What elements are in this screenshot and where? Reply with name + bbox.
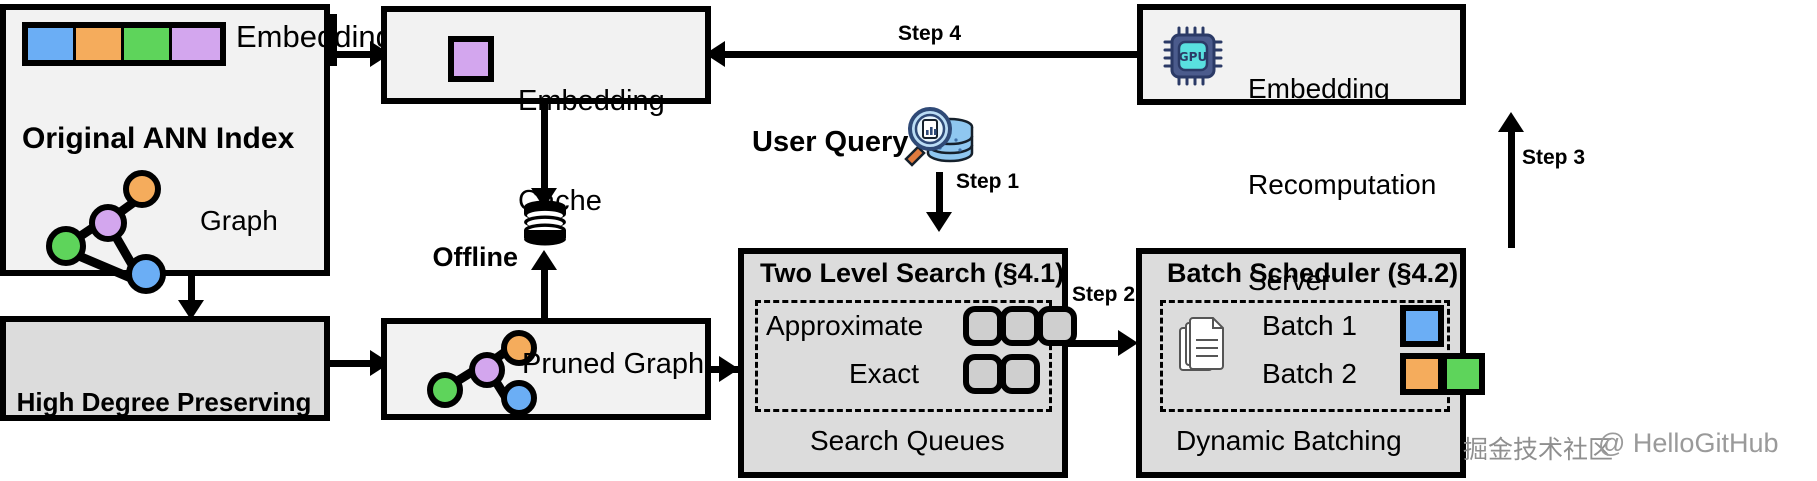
graph-pruning-line2: Graph Pruning (§5)	[14, 478, 314, 481]
batch-2-label: Batch 2	[1262, 358, 1357, 389]
graph-node-purple	[89, 204, 127, 242]
arrow-step4	[718, 51, 1137, 58]
arrow-cache-to-storage	[541, 104, 548, 200]
embedding-strip	[22, 22, 226, 66]
search-queues-dashed-region	[755, 300, 1052, 412]
batch-2-tile-green	[1441, 353, 1485, 395]
batch-documents-stack-icon	[1179, 317, 1224, 371]
arrow-pruned-to-search-head	[719, 356, 739, 382]
step-3-label: Step 3	[1522, 146, 1586, 169]
original-graph-label: Graph	[200, 205, 278, 236]
graph-node-blue	[126, 254, 166, 294]
original-index-title: Original ANN Index	[22, 122, 295, 155]
exact-queue-chip-1	[963, 354, 1003, 394]
arrow-step1-head	[926, 212, 952, 232]
arrow-index-to-pruning	[188, 276, 195, 308]
arrow-step2-head	[1118, 330, 1138, 356]
recomputation-server-line2: Recomputation	[1248, 168, 1437, 200]
batch-1-tile-blue	[1400, 305, 1444, 347]
arrow-step1	[936, 172, 943, 224]
user-query-label: User Query	[752, 126, 909, 158]
recomputation-server-gpu-chip-icon: GPU	[1163, 26, 1223, 86]
exact-label: Exact	[849, 358, 920, 389]
original-graph	[36, 170, 166, 294]
search-queues-footer: Search Queues	[810, 425, 1005, 456]
arrow-step3-head	[1498, 112, 1524, 132]
pruned-node-orange	[501, 330, 537, 366]
pruned-graph-label: Pruned Graph	[522, 348, 705, 380]
batch-scheduler-title: Batch Scheduler (§4.2)	[1167, 258, 1459, 288]
user-query-magnifier-database-icon	[904, 107, 974, 167]
arrow-pruning-to-pruned	[330, 360, 376, 367]
approximate-queue-chip-3	[1037, 306, 1077, 346]
recomputation-server-line3: Server	[1248, 264, 1331, 296]
graph-pruning-box	[0, 316, 330, 421]
svg-text:GPU: GPU	[1179, 50, 1207, 64]
graph-pruning-title: High Degree Preserving Graph Pruning (§5…	[14, 330, 314, 481]
watermark-en: @ HelloGitHub	[1598, 428, 1779, 458]
arrow-pruned-to-storage-head	[531, 250, 557, 270]
recomputation-server-title: Embedding Recomputation Server	[1248, 10, 1436, 359]
embedding-cell-purple	[172, 28, 220, 60]
embedding-label: Embedding	[236, 19, 393, 54]
arrow-index-to-cache	[330, 51, 376, 58]
approximate-label: Approximate	[766, 310, 924, 341]
graph-pruning-line1: High Degree Preserving	[16, 387, 312, 418]
batch-2-tile-orange	[1400, 353, 1444, 395]
pruned-node-purple	[469, 352, 505, 388]
step-2-label: Step 2	[1072, 283, 1136, 306]
embedding-cell-green	[124, 28, 172, 60]
graph-node-orange	[123, 170, 161, 208]
embedding-cache-purple-square-icon	[448, 36, 494, 82]
embedding-cache-box	[381, 6, 711, 104]
recomputation-server-line1: Embedding	[1248, 72, 1390, 104]
arrow-index-to-pruning-head	[178, 300, 204, 320]
step-1-label: Step 1	[956, 170, 1020, 193]
offline-storage-line1: Offline	[432, 242, 519, 273]
dynamic-batching-footer: Dynamic Batching	[1176, 425, 1402, 456]
pruned-node-blue	[501, 380, 537, 416]
embedding-cell-blue	[28, 28, 76, 60]
two-level-search-title: Two Level Search (§4.1)	[760, 258, 1065, 288]
arrow-pruned-to-storage	[541, 262, 548, 320]
embedding-cell-orange	[76, 28, 124, 60]
embedding-cache-line1: Embedding	[518, 84, 665, 117]
arrow-index-to-cache-riser	[330, 14, 337, 66]
exact-queue-chip-2	[1000, 354, 1040, 394]
pruned-graph	[415, 330, 545, 416]
pruned-node-green	[427, 372, 463, 408]
graph-node-green	[46, 226, 86, 266]
arrow-step2	[1068, 340, 1130, 347]
offline-storage-database-cylinder-icon	[524, 200, 566, 246]
arrow-step3	[1508, 125, 1515, 248]
recomputation-server-box	[1137, 4, 1466, 105]
step-4-label: Step 4	[898, 22, 962, 45]
watermark-cn: 掘金技术社区	[1463, 435, 1614, 464]
arrow-step4-head	[705, 41, 725, 67]
approximate-queue-chip-2	[1000, 306, 1040, 346]
approximate-queue-chip-1	[963, 306, 1003, 346]
batch-1-label: Batch 1	[1262, 310, 1357, 341]
